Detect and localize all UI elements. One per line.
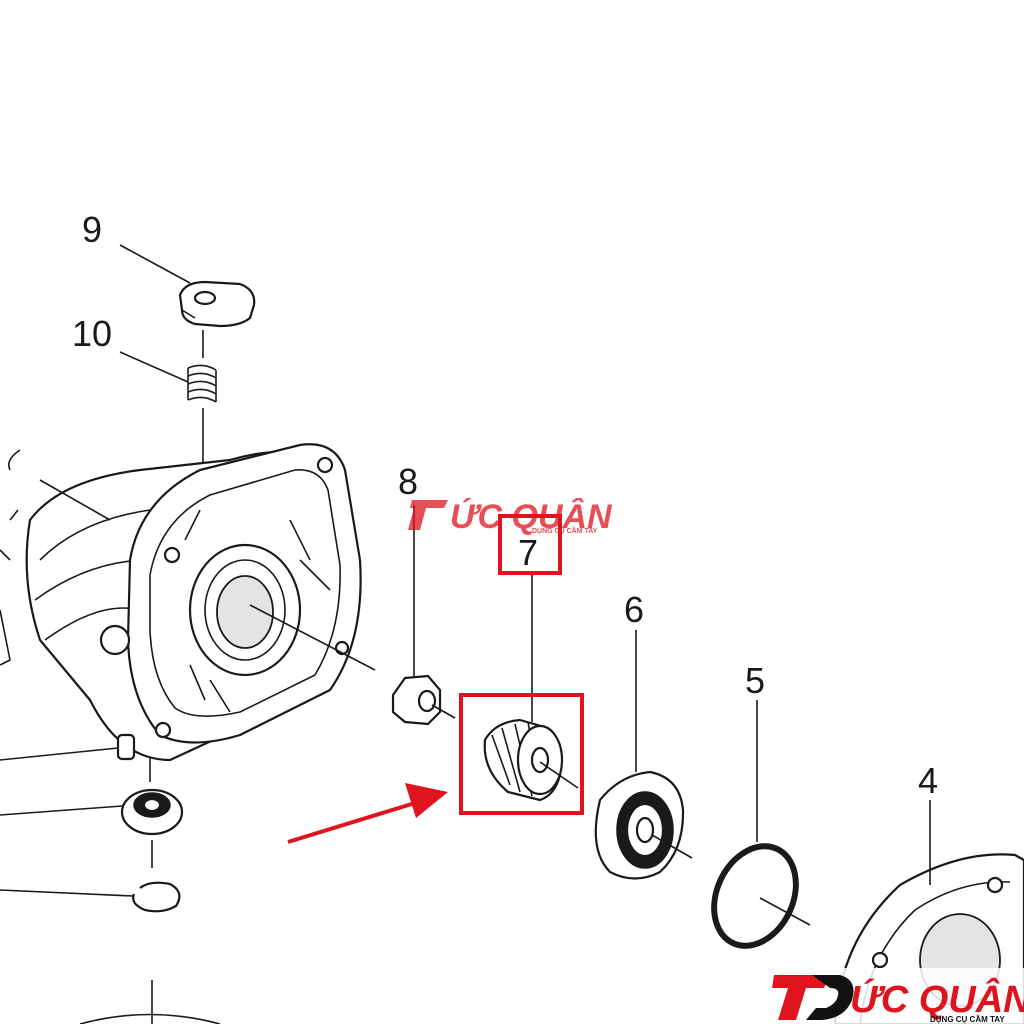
callout-6: 6 xyxy=(624,589,644,630)
brand-logo-icon xyxy=(408,500,448,530)
highlight-box-callout-7 xyxy=(498,514,562,575)
red-arrow-pointer xyxy=(287,783,448,844)
watermark-tagline-corner: DỤNG CỤ CẦM TAY xyxy=(930,1014,1005,1024)
pin-bearing-circlip-group xyxy=(0,733,221,1024)
part-5-o-ring xyxy=(711,700,811,949)
watermark-center: ỨC QUÂN DỤNG CỤ CẦM TAY xyxy=(408,498,613,536)
watermark-brand-center: ỨC QUÂN xyxy=(450,498,613,536)
callout-7: 7 xyxy=(518,532,538,573)
brand-logo-icon xyxy=(772,975,854,1020)
callout-4: 4 xyxy=(918,760,938,801)
highlight-box-part-7 xyxy=(459,693,584,815)
part-8-hex-nut xyxy=(391,505,456,726)
watermark-brand-corner: ỨC QUÂN xyxy=(850,977,1024,1021)
callout-8: 8 xyxy=(398,461,418,502)
gear-housing xyxy=(0,443,376,762)
watermark-tagline-center: DỤNG CỤ CẦM TAY xyxy=(532,525,598,535)
part-7-pinion-gear xyxy=(483,575,579,802)
callout-9: 9 xyxy=(82,209,102,250)
part-9-lock-button xyxy=(119,244,256,328)
watermark-corner: ỨC QUÂN DỤNG CỤ CẦM TAY xyxy=(770,968,1024,1024)
part-6-ball-bearing xyxy=(594,630,693,880)
callout-10: 10 xyxy=(72,313,112,354)
part-10-spring xyxy=(119,330,217,462)
callout-5: 5 xyxy=(745,660,765,701)
